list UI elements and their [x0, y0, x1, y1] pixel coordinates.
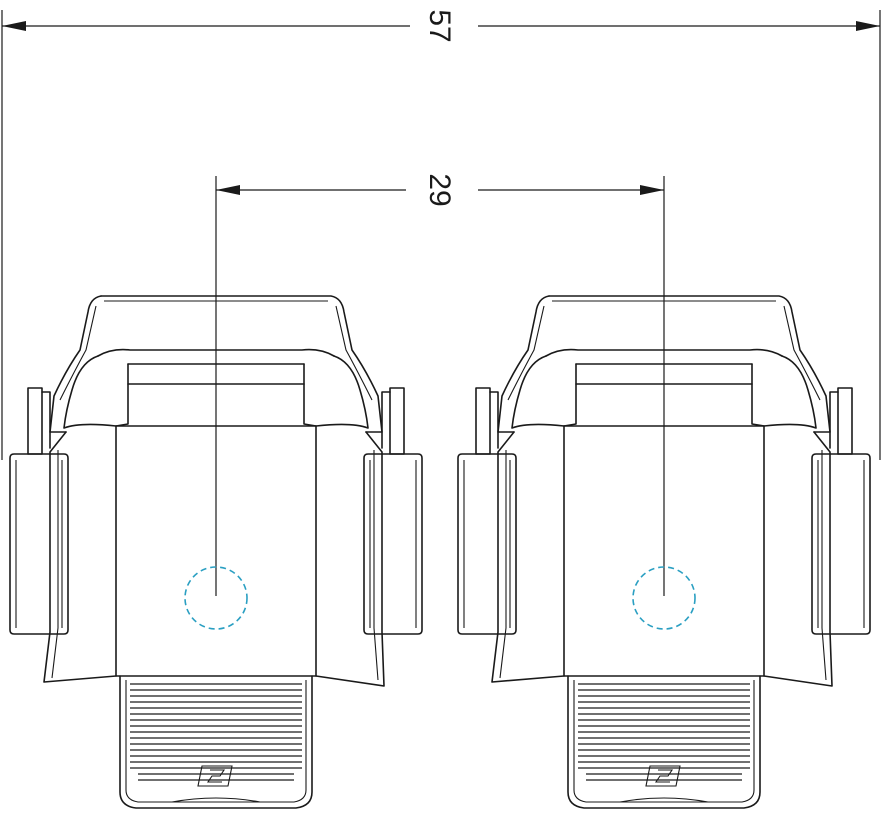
speaker-grille: [130, 683, 302, 781]
logo-icon: [645, 765, 681, 787]
overall-width-dimension: 57: [1, 9, 881, 460]
center-spacing-dimension: 29: [215, 173, 665, 596]
left-unit: [9, 295, 423, 809]
speaker-grille: [578, 683, 750, 781]
center-spacing-label: 29: [423, 173, 456, 206]
mounting-hole: [184, 566, 248, 630]
logo-icon: [197, 765, 233, 787]
overall-width-label: 57: [423, 9, 456, 42]
mounting-hole: [632, 566, 696, 630]
right-unit: [457, 295, 871, 809]
